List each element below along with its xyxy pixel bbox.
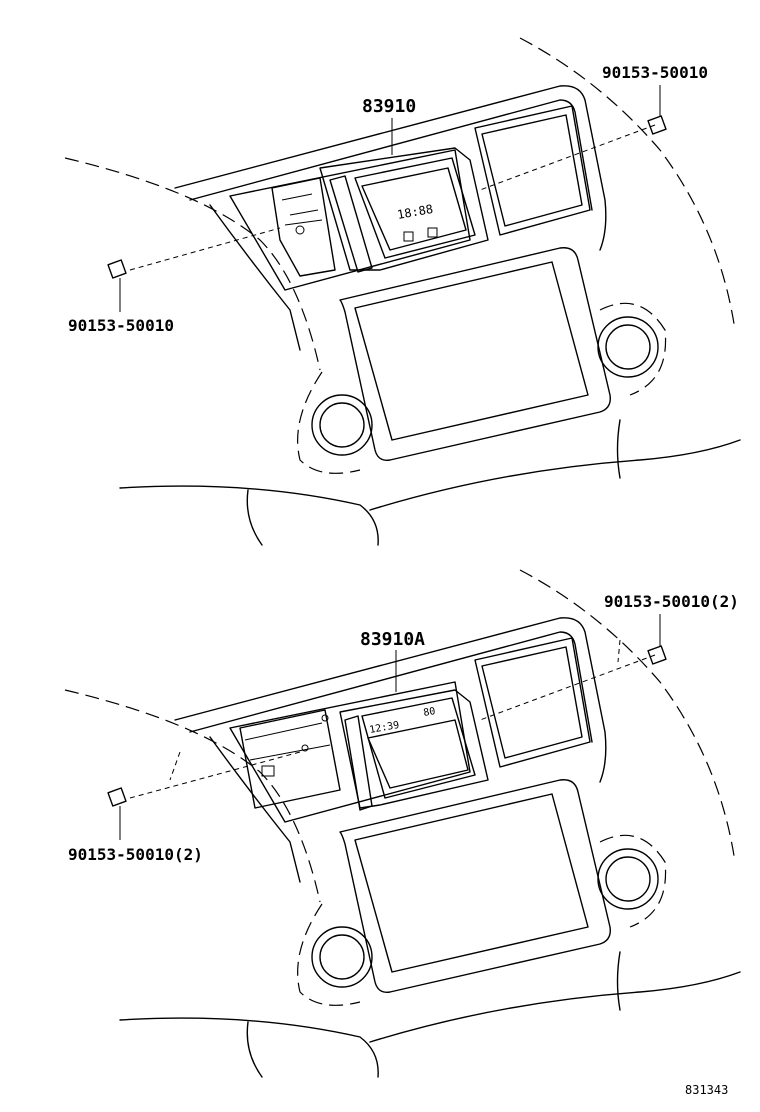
bottom-view: 12:39 80 83910A 90153-50: [64, 569, 741, 1078]
screw-right-top: [479, 85, 667, 191]
display-housing: [319, 147, 489, 271]
screw-head-icon: [647, 115, 667, 135]
screw-axis-dashed: [129, 227, 281, 271]
mounting-bracket-top: [271, 177, 336, 277]
dashboard-outline-dashed: [169, 751, 181, 781]
knob-left-bottom: [311, 926, 373, 988]
lower-console-line: [369, 971, 741, 1043]
bracket-body: [271, 177, 336, 277]
screw-head-icon: [107, 259, 127, 279]
bracket-hole: [295, 225, 305, 235]
lower-screen-frame: [339, 779, 611, 993]
lower-screen: [354, 261, 589, 441]
bracket-ribs: [244, 722, 331, 761]
display-unit-83910: 18:88: [319, 147, 489, 273]
upper-right-slot-inner: [481, 114, 583, 227]
console-bezel: [174, 85, 607, 251]
knob-right-top: [597, 302, 667, 396]
screw-label-right-top: 90153-50010: [602, 63, 708, 82]
display-side: [329, 175, 373, 273]
lower-console-line: [119, 485, 379, 546]
lower-console-line: [119, 1017, 379, 1078]
knob-right-bottom: [597, 834, 667, 928]
dashboard-outline-dashed: [64, 157, 321, 371]
screw-head-icon: [647, 645, 667, 665]
lower-screen: [354, 793, 589, 973]
screw-label-left-bottom: 90153-50010(2): [68, 845, 203, 864]
bracket-hole: [321, 714, 329, 722]
part-number-bottom: 83910A: [360, 629, 425, 650]
bracket-hole: [301, 744, 309, 752]
bracket-body: [239, 709, 341, 809]
upper-left-pocket: [229, 681, 471, 823]
display-face: [361, 697, 476, 799]
display-side: [344, 715, 373, 811]
upper-left-pocket: [229, 149, 471, 291]
console-bezel-left: [209, 204, 301, 351]
upper-right-slot: [474, 637, 591, 768]
lower-console-line: [616, 419, 621, 479]
vent-outline-dashed: [297, 371, 361, 474]
screw-label-right-bottom: 90153-50010(2): [604, 592, 739, 611]
display-value-readout: 80: [423, 706, 437, 719]
display-screen: [367, 719, 469, 789]
lower-console-line: [246, 1021, 263, 1078]
screw-axis-dashed: [479, 654, 656, 721]
display-face: [354, 157, 476, 259]
display-button-right: [427, 227, 438, 238]
dashboard-outline-dashed: [64, 689, 321, 903]
screw-left-bottom: [107, 751, 301, 840]
vent-outline-dashed: [297, 903, 361, 1006]
console-bezel-inner: [189, 99, 593, 211]
screw-label-left-top: 90153-50010: [68, 316, 174, 335]
bracket-ribs: [281, 193, 323, 226]
screw-left-top: [107, 227, 281, 312]
screw-axis-dashed: [129, 751, 301, 799]
part-number-top: 83910: [362, 96, 416, 117]
mounting-bracket-bottom: [239, 709, 341, 809]
lower-console-line: [246, 489, 263, 546]
console-bezel-inner: [189, 631, 593, 743]
dashboard-outline-dashed: [519, 569, 736, 863]
console-bezel: [174, 617, 607, 783]
display-button-left: [403, 231, 414, 242]
lower-screen-frame: [339, 247, 611, 461]
lower-console-line: [616, 951, 621, 1011]
display-time-readout: 18:88: [396, 202, 434, 222]
display-unit-83910A: 12:39 80: [339, 689, 489, 811]
bracket-connector: [261, 765, 275, 777]
console-bezel-left: [209, 736, 301, 883]
knob-left-top: [311, 394, 373, 456]
screw-right-bottom: [479, 614, 667, 721]
top-view: 18:88: [64, 37, 741, 546]
display-screen: [361, 167, 467, 251]
dashboard-outline-dashed: [519, 37, 736, 331]
screw-axis-dashed: [479, 124, 656, 191]
upper-right-slot-inner: [481, 646, 583, 759]
dashboard-outline-dashed: [617, 639, 621, 663]
display-clock-readout: 12:39: [369, 720, 401, 736]
screw-head-icon: [107, 787, 127, 807]
upper-right-slot: [474, 105, 591, 236]
figure-id: 831343: [685, 1083, 728, 1097]
lower-console-line: [369, 439, 741, 511]
